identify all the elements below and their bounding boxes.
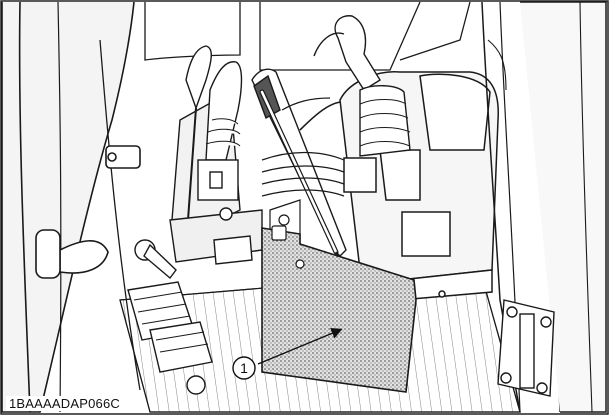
- gate-lock-lever: [251, 68, 381, 276]
- right-door: [481, 1, 607, 413]
- callout-number: 1: [240, 360, 248, 376]
- left-control-lever: [171, 45, 243, 231]
- travel-pedals: [127, 239, 213, 395]
- cab-window: [144, 1, 471, 71]
- callout-leader-line: [257, 328, 343, 365]
- callout-circle: [232, 356, 256, 380]
- cover-panel-bolt: [295, 259, 305, 269]
- cover-panel-shape: [261, 227, 417, 393]
- console-base: [169, 207, 263, 265]
- left-door-pillar: [1, 1, 141, 413]
- right-joystick: [313, 15, 411, 157]
- cover-panel: [261, 225, 417, 393]
- figure-caption-code: 1BAAAADAP066C: [6, 396, 123, 411]
- cover-panel-latch: [271, 225, 287, 241]
- door-hinge: [497, 299, 555, 397]
